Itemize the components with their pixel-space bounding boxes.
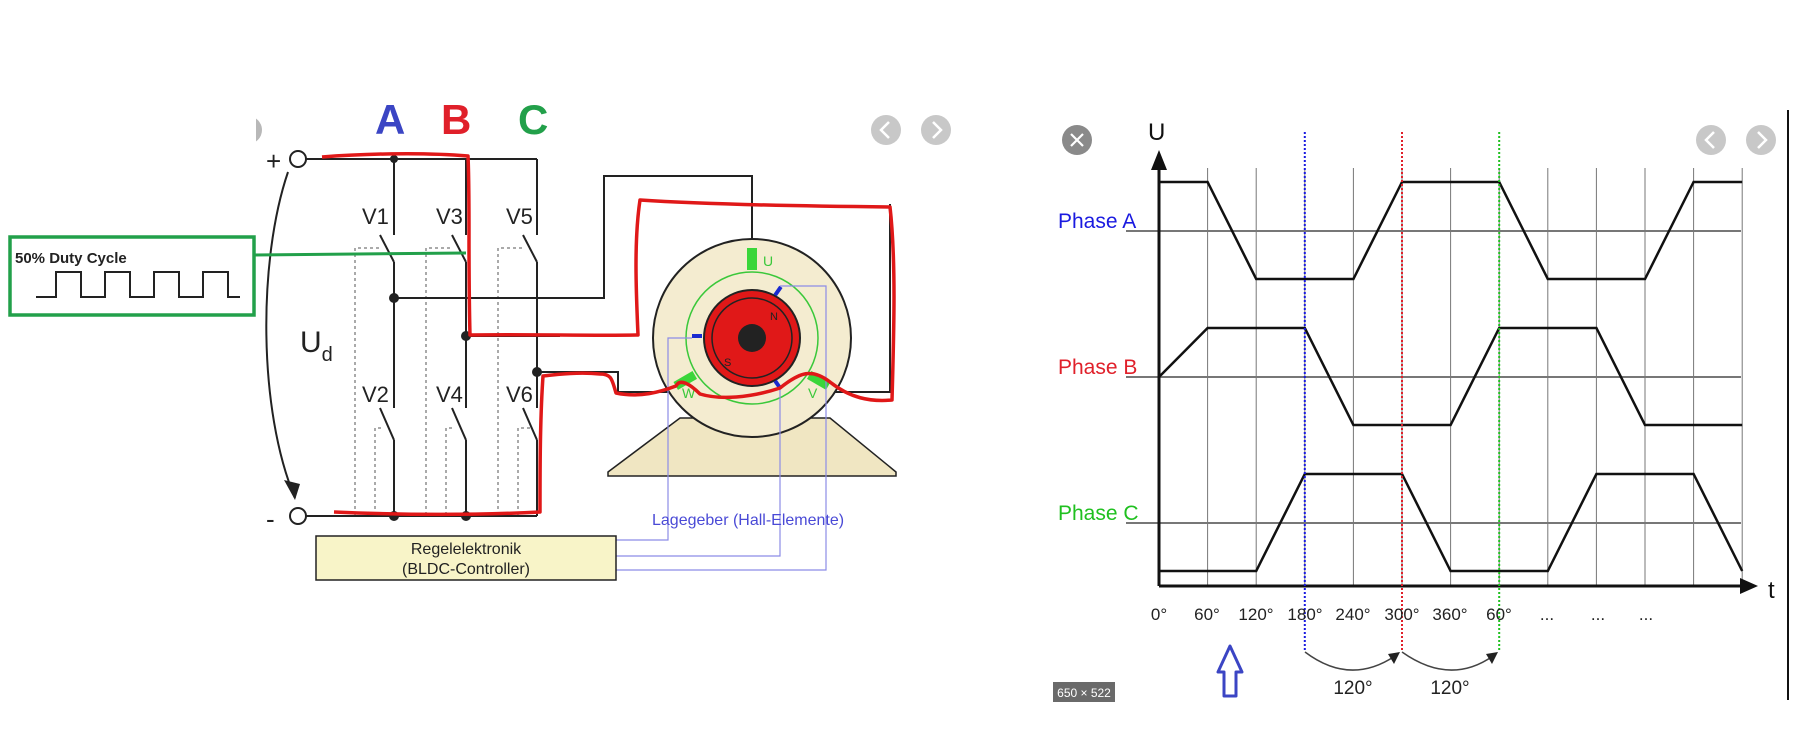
rotor-shaft [738, 324, 766, 352]
phase-c-label: Phase C [1058, 502, 1139, 525]
right-prev-button[interactable] [1696, 125, 1726, 155]
rotor-inner-ring [711, 297, 793, 379]
chevron-right-icon [1757, 131, 1768, 149]
red-current-path [321, 152, 896, 517]
hall-sensor-label: Lagegeber (Hall-Elemente) [652, 512, 844, 529]
x-tick-7: 60° [1486, 605, 1512, 624]
shift-label-1: 120° [1333, 678, 1372, 699]
shift-arc-2 [1401, 651, 1494, 671]
pwm-waveform [36, 271, 240, 298]
phase-label-c: C [518, 96, 548, 143]
left-panel: A B C + - Ud [8, 96, 951, 581]
left-next-button[interactable] [921, 115, 951, 145]
wire-phase-u [394, 175, 753, 299]
winding-u [747, 248, 757, 270]
switch-label-v1: V1 [362, 204, 389, 229]
left-prev-button[interactable] [871, 115, 901, 145]
plus-terminal-label: + [266, 146, 281, 176]
right-next-button[interactable] [1746, 125, 1776, 155]
x-tick-6: 360° [1432, 605, 1467, 624]
plus-terminal [289, 150, 307, 168]
rotor-pole-n: N [770, 311, 778, 323]
rotor-pole-s: S [724, 357, 731, 369]
image-size-badge [1053, 682, 1115, 702]
x-tick-5: 300° [1384, 605, 1419, 624]
switch-label-v6: V6 [506, 382, 533, 407]
minus-terminal-label: - [266, 504, 275, 534]
minus-terminal [289, 507, 307, 525]
blue-up-arrow-annotation [1216, 644, 1244, 698]
chevron-left-icon [879, 121, 890, 139]
switch-label-v2: V2 [362, 382, 389, 407]
x-axis-label: t [1768, 577, 1775, 604]
y-axis-label: U [1148, 119, 1165, 146]
controller-box [315, 535, 617, 581]
phase-b-label: Phase B [1058, 356, 1137, 379]
x-axis-arrowhead [1740, 578, 1758, 594]
motor-base [607, 417, 897, 477]
shift-arc-1 [1304, 651, 1396, 671]
x-tick-10: ... [1639, 605, 1653, 624]
x-tick-1: 60° [1194, 605, 1220, 624]
winding-v-label: V [808, 385, 818, 401]
phase-a-label: Phase A [1058, 210, 1136, 233]
x-tick-9: ... [1591, 605, 1605, 624]
waveform-phase-1 [1158, 326, 1743, 427]
phase-label-b: B [441, 96, 471, 143]
duty-cycle-box [8, 235, 256, 317]
duty-cycle-panel: 50% Duty Cycle [8, 235, 467, 317]
waveform-phase-0 [1159, 180, 1743, 281]
hall-sensor-wiring [616, 285, 827, 571]
duty-cycle-connector [253, 251, 467, 257]
winding-u-label: U [763, 253, 773, 269]
right-panel: U t Phase A Phase B Phase C 0° 60° 120° … [1053, 110, 1789, 702]
bldc-motor: N S U W V [607, 238, 897, 477]
hall-sensor-1 [773, 285, 783, 297]
winding-w [673, 371, 698, 390]
x-tick-2: 120° [1238, 605, 1273, 624]
edge-mask [234, 110, 256, 150]
timing-diagram [1126, 132, 1758, 652]
controller-label-line2: (BLDC-Controller) [402, 561, 530, 578]
controller-label-line1: Regelelektronik [411, 541, 522, 558]
ud-label: Ud [300, 326, 333, 366]
chevron-left-icon [1704, 131, 1715, 149]
shift-arrowhead-1 [1388, 652, 1400, 664]
switch-label-v4: V4 [436, 382, 463, 407]
x-tick-3: 180° [1287, 605, 1322, 624]
chevron-right-icon [932, 121, 943, 139]
y-axis-arrowhead [1151, 150, 1167, 170]
waveform-phase-2 [1159, 472, 1744, 573]
switch-label-v5: V5 [506, 204, 533, 229]
duty-cycle-label: 50% Duty Cycle [15, 250, 127, 267]
shift-label-2: 120° [1430, 678, 1469, 699]
x-tick-8: ... [1540, 605, 1554, 624]
ud-arrowhead [284, 480, 300, 500]
phase-label-a: A [375, 96, 405, 143]
x-tick-labels: 0° 60° 120° 180° 240° 300° 360° 60° ... … [1151, 605, 1653, 624]
close-button[interactable] [1062, 125, 1092, 155]
ud-arrow [265, 171, 296, 499]
winding-v [806, 371, 831, 390]
shift-arrowhead-2 [1486, 652, 1498, 664]
image-size-badge-text: 650 × 522 [1057, 686, 1111, 700]
switch-label-v3: V3 [436, 204, 463, 229]
x-tick-0: 0° [1151, 605, 1167, 624]
hall-sensor-2 [692, 334, 702, 338]
x-tick-4: 240° [1335, 605, 1370, 624]
